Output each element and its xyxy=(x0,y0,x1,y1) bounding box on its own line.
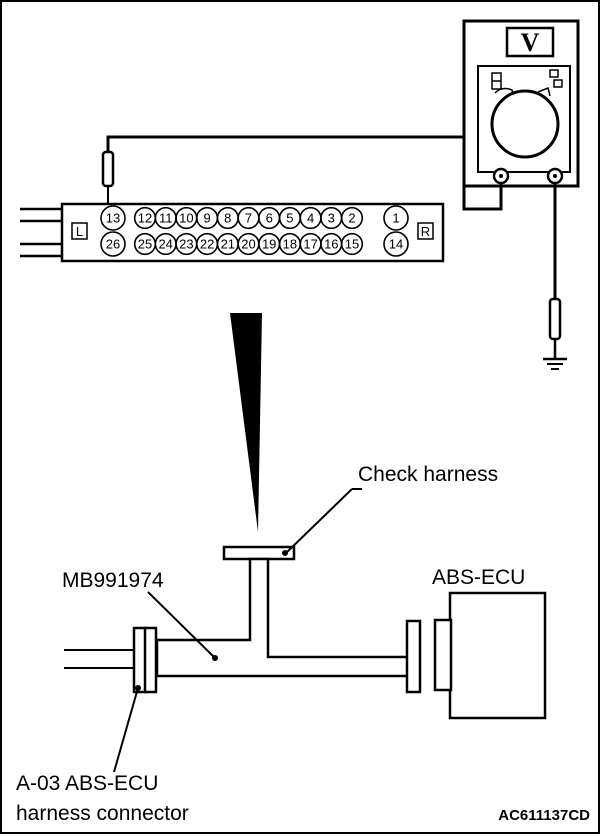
mb991974-tool-body xyxy=(155,557,410,678)
connector-pin-label: 10 xyxy=(179,211,193,226)
connector-pin-label: 22 xyxy=(200,237,214,252)
connector-pin-label: 9 xyxy=(203,211,210,226)
connector-pin xyxy=(340,206,364,230)
connector-pin-label: 20 xyxy=(241,237,255,252)
svg-text:R: R xyxy=(421,224,430,239)
ecu-side-connector xyxy=(405,619,422,694)
abs-ecu-unit xyxy=(433,591,547,720)
pointer-wedge xyxy=(230,313,262,532)
voltmeter-dial[interactable] xyxy=(490,89,560,159)
probe-lead-positive xyxy=(106,135,503,211)
voltmeter: V xyxy=(462,19,580,188)
harness-connector xyxy=(64,626,158,694)
connector-pin-label: 15 xyxy=(345,237,359,252)
connector-pin xyxy=(340,232,364,256)
tool-label: MB991974 xyxy=(62,569,164,592)
connector-pin xyxy=(383,205,409,231)
connector-pin-label: 5 xyxy=(286,211,293,226)
voltmeter-range-marker xyxy=(553,79,563,88)
connector-left-marker xyxy=(71,222,88,240)
check-harness-adapter xyxy=(155,545,410,678)
connector-pin-label: 6 xyxy=(266,211,273,226)
connector-pin-label: 2 xyxy=(348,211,355,226)
connector-right-marker xyxy=(417,222,434,240)
connector-pin-label: 8 xyxy=(224,211,231,226)
check-harness-label: Check harness xyxy=(358,463,498,486)
connector-pin-label: 11 xyxy=(159,211,173,226)
connector-pin-label: 13 xyxy=(106,211,120,226)
harness-connector-label-line1: A-03 ABS-ECU xyxy=(16,772,158,795)
ground-symbol-icon xyxy=(543,357,567,370)
connector-pin-label: 18 xyxy=(283,237,297,252)
test-probe-negative[interactable] xyxy=(548,297,562,359)
connector-pin-label: 25 xyxy=(138,237,152,252)
test-probe-positive[interactable] xyxy=(101,150,115,207)
connector-pin-label: 26 xyxy=(106,237,120,252)
connector-pin-label: 12 xyxy=(138,211,152,226)
abs-ecu-label: ABS-ECU xyxy=(432,566,525,589)
voltmeter-range-marker xyxy=(549,69,559,78)
harness-connector-label-line2: harness connector xyxy=(16,802,189,825)
connector-pin-label: 17 xyxy=(303,237,317,252)
connector-pin-label: 7 xyxy=(245,211,252,226)
connector-pin-label: 21 xyxy=(221,237,235,252)
voltmeter-display xyxy=(505,26,555,58)
connector-pin-label: 1 xyxy=(392,211,399,226)
connector-pin-label: 23 xyxy=(179,237,193,252)
figure-code: AC611137CD xyxy=(498,807,590,824)
connector-pin-label: 3 xyxy=(328,211,335,226)
svg-text:L: L xyxy=(76,224,83,239)
connector-pin-label: 4 xyxy=(307,211,314,226)
connector-pin-label: 24 xyxy=(158,237,172,252)
connector-pin xyxy=(100,231,126,257)
connector-pin-label: 14 xyxy=(389,237,403,252)
connector-pin xyxy=(383,231,409,257)
connector-pin-label: 16 xyxy=(324,237,338,252)
connector-pin xyxy=(100,205,126,231)
connector-pin-label: 19 xyxy=(262,237,276,252)
voltmeter-mode-label: V xyxy=(521,28,540,57)
